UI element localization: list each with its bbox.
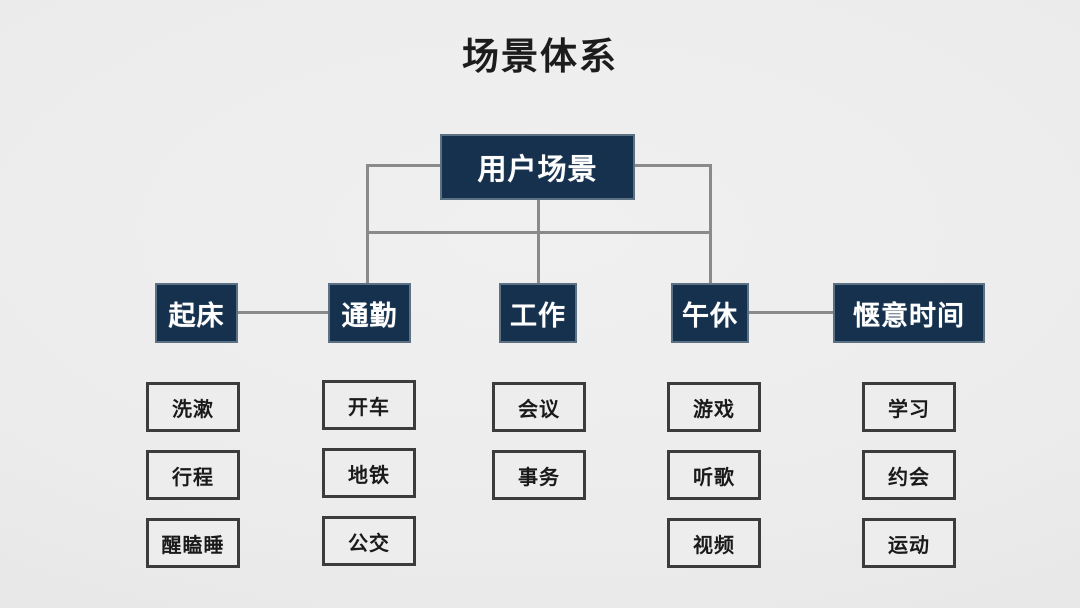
leaf-box[interactable]: 洗漱	[146, 382, 240, 432]
node-branch-label: 起床	[168, 300, 225, 332]
page-title: 场景体系	[462, 35, 618, 78]
leaf-box[interactable]: 视频	[667, 518, 761, 568]
leaf-label: 地铁	[348, 462, 390, 487]
connector-mid-horizontal	[366, 231, 712, 234]
leaf-label: 约会	[888, 464, 930, 489]
node-branch-label: 午休	[682, 300, 738, 332]
leaf-label: 醒瞌睡	[161, 532, 225, 557]
node-branch-label: 惬意时间	[853, 300, 965, 332]
leaf-box[interactable]: 会议	[492, 382, 586, 432]
leaf-box[interactable]: 约会	[862, 450, 956, 500]
leaf-label: 公交	[348, 530, 390, 555]
node-branch-leisure[interactable]: 惬意时间	[833, 283, 985, 343]
leaf-box[interactable]: 行程	[146, 450, 240, 500]
connector-wakeup-commute	[237, 311, 330, 314]
connector-nap-leisure	[748, 311, 835, 314]
leaf-box[interactable]: 学习	[862, 382, 956, 432]
leaf-label: 会议	[518, 396, 560, 421]
leaf-label: 游戏	[693, 396, 735, 421]
leaf-label: 学习	[888, 396, 930, 421]
leaf-box[interactable]: 听歌	[667, 450, 761, 500]
leaf-label: 洗漱	[172, 396, 214, 421]
node-branch-work[interactable]: 工作	[499, 283, 577, 343]
node-branch-nap[interactable]: 午休	[671, 283, 749, 343]
connector-left-vertical	[366, 164, 369, 284]
node-branch-wakeup[interactable]: 起床	[155, 283, 238, 343]
leaf-box[interactable]: 开车	[322, 380, 416, 430]
leaf-box[interactable]: 地铁	[322, 448, 416, 498]
leaf-box[interactable]: 游戏	[667, 382, 761, 432]
node-root-label: 用户场景	[477, 152, 598, 186]
leaf-label: 事务	[518, 464, 560, 489]
connector-center-vertical	[537, 199, 540, 284]
node-branch-label: 通勤	[341, 300, 398, 332]
leaf-box[interactable]: 公交	[322, 516, 416, 566]
leaf-label: 行程	[172, 464, 214, 489]
leaf-box[interactable]: 醒瞌睡	[146, 518, 240, 568]
node-root[interactable]: 用户场景	[440, 134, 635, 200]
node-branch-commute[interactable]: 通勤	[328, 283, 411, 343]
leaf-label: 视频	[693, 532, 735, 557]
leaf-label: 运动	[888, 532, 930, 557]
leaf-box[interactable]: 运动	[862, 518, 956, 568]
leaf-box[interactable]: 事务	[492, 450, 586, 500]
leaf-label: 听歌	[693, 464, 735, 489]
connector-right-vertical	[709, 164, 712, 284]
node-branch-label: 工作	[510, 300, 566, 332]
leaf-label: 开车	[348, 394, 390, 419]
